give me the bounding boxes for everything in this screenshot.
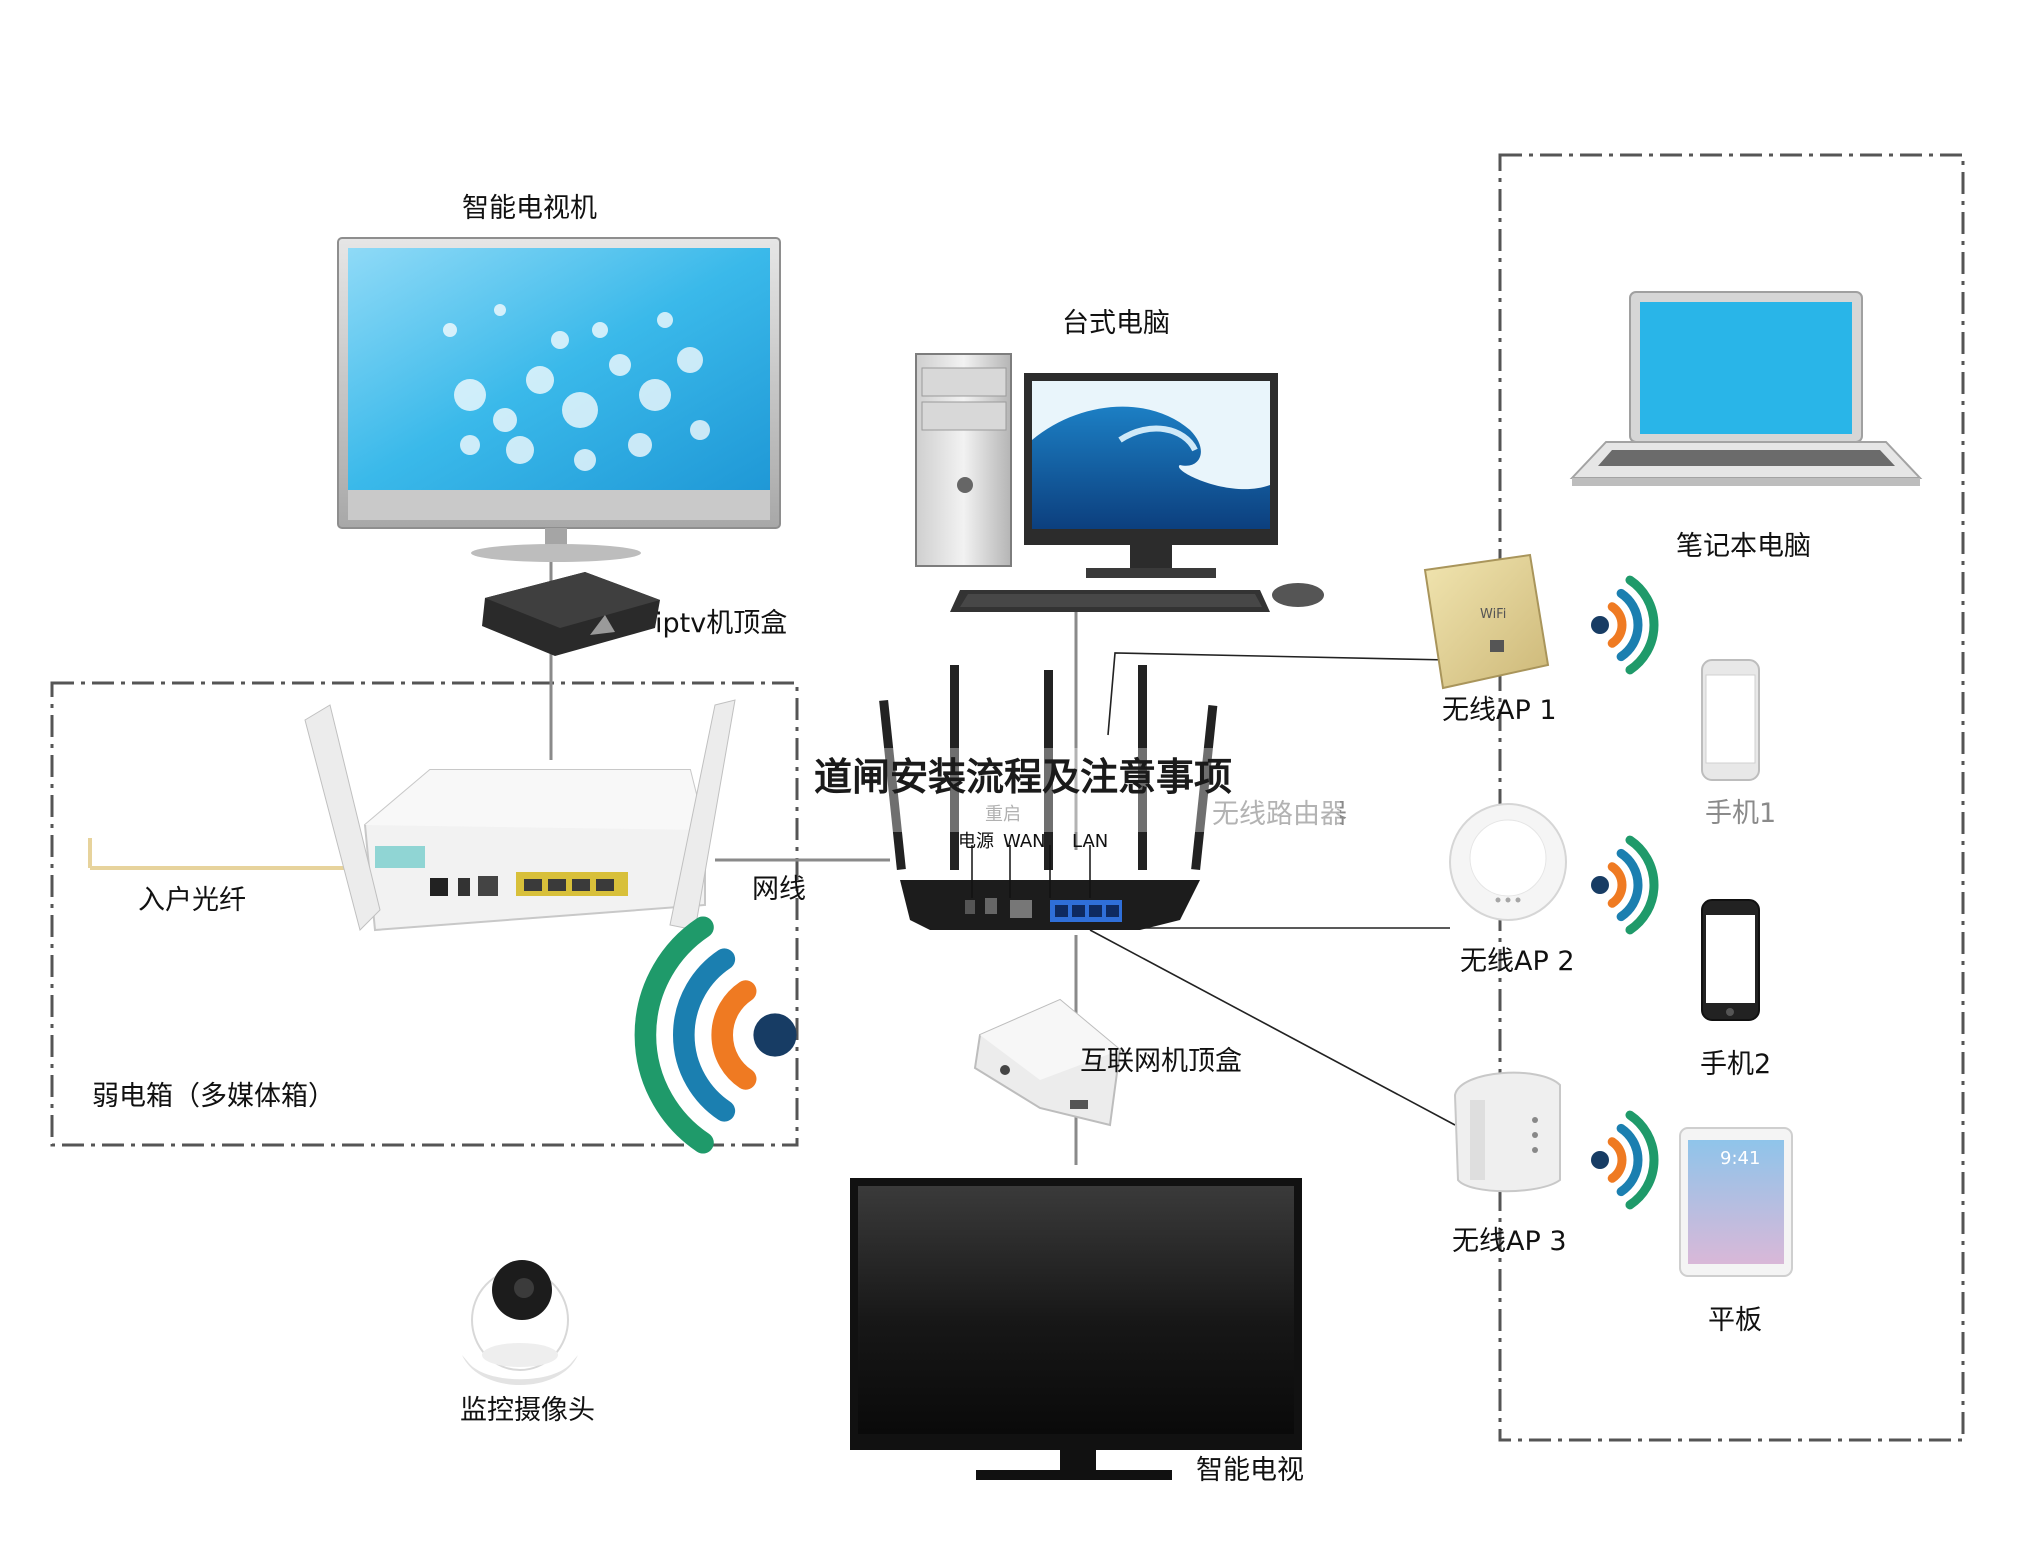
internet-box-illustration xyxy=(973,998,1122,1127)
router-port-lan: LAN xyxy=(1072,831,1109,852)
label-smart-tv-bottom: 智能电视 xyxy=(1196,1455,1304,1486)
smart-tv-top-illustration xyxy=(337,237,781,562)
desktop-illustration xyxy=(915,353,1324,612)
label-phone1: 手机1 xyxy=(1705,798,1777,829)
label-desktop: 台式电脑 xyxy=(1062,308,1170,339)
label-ap1: 无线AP 1 xyxy=(1442,695,1557,726)
camera-illustration xyxy=(462,1260,578,1385)
label-camera: 监控摄像头 xyxy=(460,1395,595,1426)
phone2-illustration xyxy=(1701,899,1760,1021)
label-laptop: 笔记本电脑 xyxy=(1676,531,1811,562)
title-backdrop xyxy=(800,748,1340,832)
label-smart-tv-top: 智能电视机 xyxy=(462,193,597,224)
wifi-icon-media-box xyxy=(634,916,797,1154)
iptv-box-illustration xyxy=(482,572,660,656)
tablet-time: 9:41 xyxy=(1720,1148,1761,1169)
modem-illustration xyxy=(304,699,736,932)
ap3-illustration xyxy=(1453,1071,1561,1193)
router-port-reset: 重启 xyxy=(985,804,1021,825)
label-wireless-router: 无线路由器 xyxy=(1212,799,1347,830)
cable-router-to-ap3 xyxy=(1089,929,1456,1126)
tablet-illustration xyxy=(1679,1127,1793,1277)
ap1-illustration: WiFi xyxy=(1423,553,1550,690)
label-fiber-in: 入户光纤 xyxy=(138,885,246,916)
svg-text:WiFi: WiFi xyxy=(1480,607,1506,622)
label-internet-box: 互联网机顶盒 xyxy=(1080,1046,1242,1077)
wifi-icon-ap3 xyxy=(1591,1110,1659,1210)
router-port-power: 电源 xyxy=(958,831,994,852)
label-tablet: 平板 xyxy=(1708,1305,1762,1336)
page-title: 道闸安装流程及注意事项 xyxy=(814,755,1233,799)
dashed-enclosures xyxy=(50,153,1965,1442)
label-iptv-box: iptv机顶盒 xyxy=(655,608,788,639)
wifi-symbols xyxy=(634,575,1659,1210)
wifi-icon-ap2 xyxy=(1591,835,1659,935)
phone1-illustration xyxy=(1701,659,1760,781)
wireless-router-illustration xyxy=(879,665,1218,930)
media-box-enclosure xyxy=(50,681,799,1147)
thin-cables xyxy=(1089,652,1456,1126)
label-phone2: 手机2 xyxy=(1700,1049,1772,1080)
wireless-zone-enclosure xyxy=(1498,153,1965,1442)
label-network-cable: 网线 xyxy=(752,874,806,905)
laptop-illustration xyxy=(1569,291,1923,486)
smart-tv-bottom-illustration xyxy=(850,1178,1302,1480)
label-ap2: 无线AP 2 xyxy=(1460,946,1575,977)
label-media-box: 弱电箱（多媒体箱） xyxy=(92,1081,335,1112)
router-port-wan: WAN xyxy=(1003,831,1046,852)
label-ap3: 无线AP 3 xyxy=(1452,1226,1567,1257)
cable-router-to-ap1 xyxy=(1107,652,1451,736)
wifi-icon-ap1 xyxy=(1591,575,1659,675)
ap2-illustration xyxy=(1449,803,1567,921)
